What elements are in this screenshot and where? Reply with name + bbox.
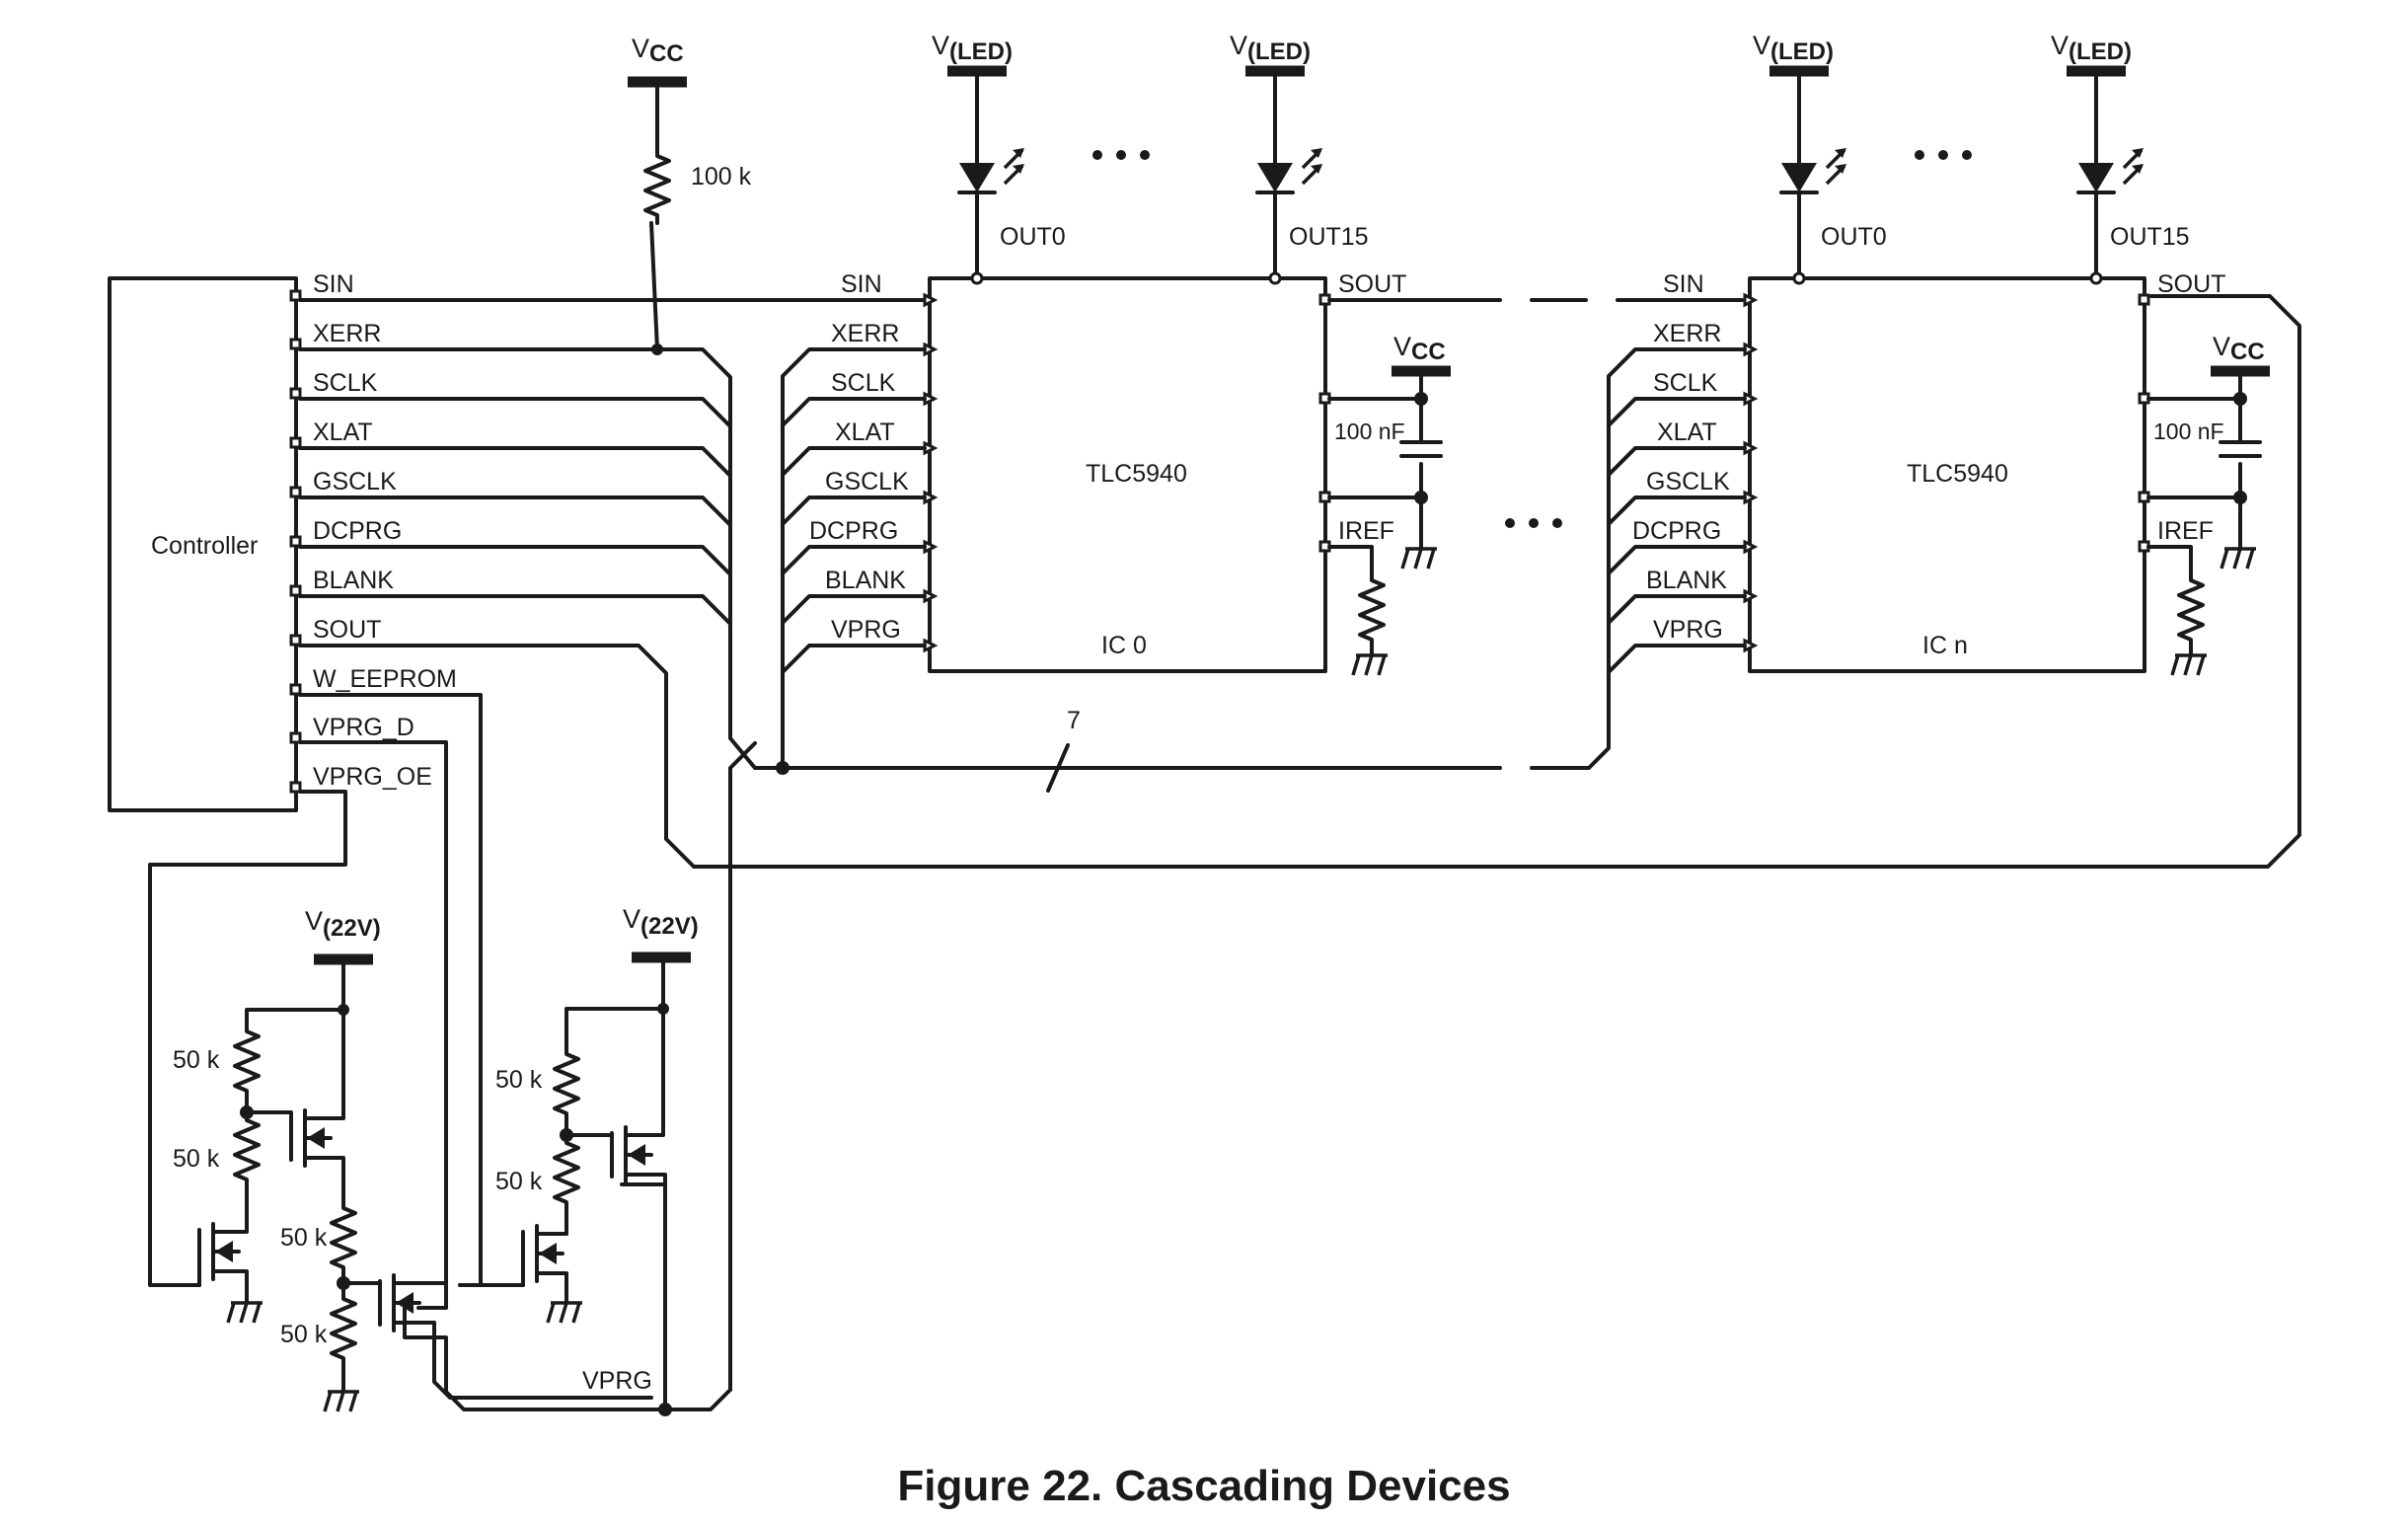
ctrl-pin-sin: SIN: [313, 270, 354, 298]
v22-right-sub: (22V): [640, 913, 699, 940]
bus-width-label: 7: [1067, 707, 1081, 734]
icn-pin-xlat: XLAT: [1657, 419, 1717, 446]
ic0-iref: IREF: [1338, 517, 1394, 545]
ctrl-pin-sclk: SCLK: [313, 369, 378, 397]
icn-pin-sclk: SCLK: [1653, 369, 1718, 397]
icn-pin-xerr: XERR: [1653, 320, 1721, 347]
icn-cap: 100 nF: [2153, 419, 2224, 444]
controller-pins: [289, 289, 302, 794]
v22-left-v: V: [305, 906, 323, 936]
r50k-2: 50 k: [173, 1145, 220, 1173]
ic0-led0-sub: (LED): [949, 38, 1013, 65]
ic0-led15-v: V: [1230, 31, 1247, 60]
ic0-out15: OUT15: [1289, 223, 1369, 251]
ic0-outputs: [947, 65, 1324, 285]
r50k-5: 50 k: [495, 1066, 543, 1094]
ctrl-pin-gsclk: GSCLK: [313, 468, 397, 495]
ic0-pin-gsclk: GSCLK: [825, 468, 909, 495]
ic0-pin-sin: SIN: [841, 270, 882, 298]
ic0-sout: SOUT: [1338, 270, 1406, 298]
ctrl-pin-vprg-oe: VPRG_OE: [313, 763, 432, 791]
figure-caption: Figure 22. Cascading Devices: [897, 1462, 1510, 1510]
icn-right-network: [2138, 293, 2270, 677]
ic0-out0: OUT0: [1000, 223, 1066, 251]
v22-right-v: V: [623, 904, 640, 934]
ic0-pin-blank: BLANK: [825, 567, 906, 594]
icn-pin-dcprg: DCPRG: [1632, 517, 1721, 545]
icn-pin-blank: BLANK: [1646, 567, 1727, 594]
icn-pin-vprg: VPRG: [1653, 616, 1723, 644]
icn-vcc-v: V: [2213, 332, 2230, 361]
ic0-vcc-v: V: [1393, 332, 1411, 361]
icn-sout: SOUT: [2157, 270, 2225, 298]
icn-out0: OUT0: [1821, 223, 1887, 251]
ic0-right-network: [1318, 293, 1744, 677]
ctrl-pin-vprg-d: VPRG_D: [313, 714, 414, 741]
ctrl-pin-dcprg: DCPRG: [313, 517, 402, 545]
ic0-part: TLC5940: [1086, 460, 1187, 488]
pullup-resistor: [628, 76, 687, 225]
ic0-led15-sub: (LED): [1247, 38, 1311, 65]
icn-led15-sub: (LED): [2069, 38, 2132, 65]
ctrl-pin-w-eeprom: W_EEPROM: [313, 665, 457, 693]
ctrl-pin-xerr: XERR: [313, 320, 381, 347]
vcc-top-v: V: [632, 34, 649, 63]
ctrl-pin-sout: SOUT: [313, 616, 381, 644]
vprg-node-label: VPRG: [582, 1367, 652, 1395]
icn-id: IC n: [1922, 632, 1968, 659]
ic0-pin-dcprg: DCPRG: [809, 517, 898, 545]
icn-part: TLC5940: [1907, 460, 2008, 488]
ic0-pin-vprg: VPRG: [831, 616, 901, 644]
icn-led15-v: V: [2051, 31, 2069, 60]
ctrl-pin-blank: BLANK: [313, 567, 394, 594]
icn-pin-gsclk: GSCLK: [1646, 468, 1730, 495]
icn-out15: OUT15: [2110, 223, 2190, 251]
cascade-ellipsis: [1505, 518, 1562, 528]
ctrl-pin-xlat: XLAT: [313, 419, 373, 446]
ic0-vcc-sub: CC: [1411, 339, 1446, 365]
r50k-3: 50 k: [280, 1224, 328, 1252]
vprg-switch-left: [197, 953, 653, 1413]
vcc-top-sub: CC: [649, 40, 684, 67]
r50k-6: 50 k: [495, 1168, 543, 1195]
icn-pin-sin: SIN: [1663, 270, 1704, 298]
icn-iref: IREF: [2157, 517, 2214, 545]
icn-outputs: [1769, 65, 2145, 285]
r50k-4: 50 k: [280, 1321, 328, 1348]
ic0-pin-sclk: SCLK: [831, 369, 896, 397]
ic0-pin-xerr: XERR: [831, 320, 899, 347]
ic0-left-pins: [781, 292, 939, 770]
ic0-pin-xlat: XLAT: [835, 419, 895, 446]
ic0-led0-v: V: [932, 31, 949, 60]
controller-label: Controller: [151, 532, 258, 560]
icn-led0-v: V: [1753, 31, 1770, 60]
ic0-id: IC 0: [1101, 632, 1147, 659]
ic0-cap: 100 nF: [1334, 419, 1405, 444]
pullup-value: 100 k: [691, 163, 752, 190]
v22-left-sub: (22V): [323, 915, 381, 942]
icn-left-pins: [1607, 292, 1759, 674]
icn-vcc-sub: CC: [2230, 339, 2265, 365]
controller-wiring: [148, 221, 2301, 1411]
icn-led0-sub: (LED): [1770, 38, 1834, 65]
r50k-1: 50 k: [173, 1046, 220, 1074]
vprg-switch-right: [458, 951, 691, 1416]
